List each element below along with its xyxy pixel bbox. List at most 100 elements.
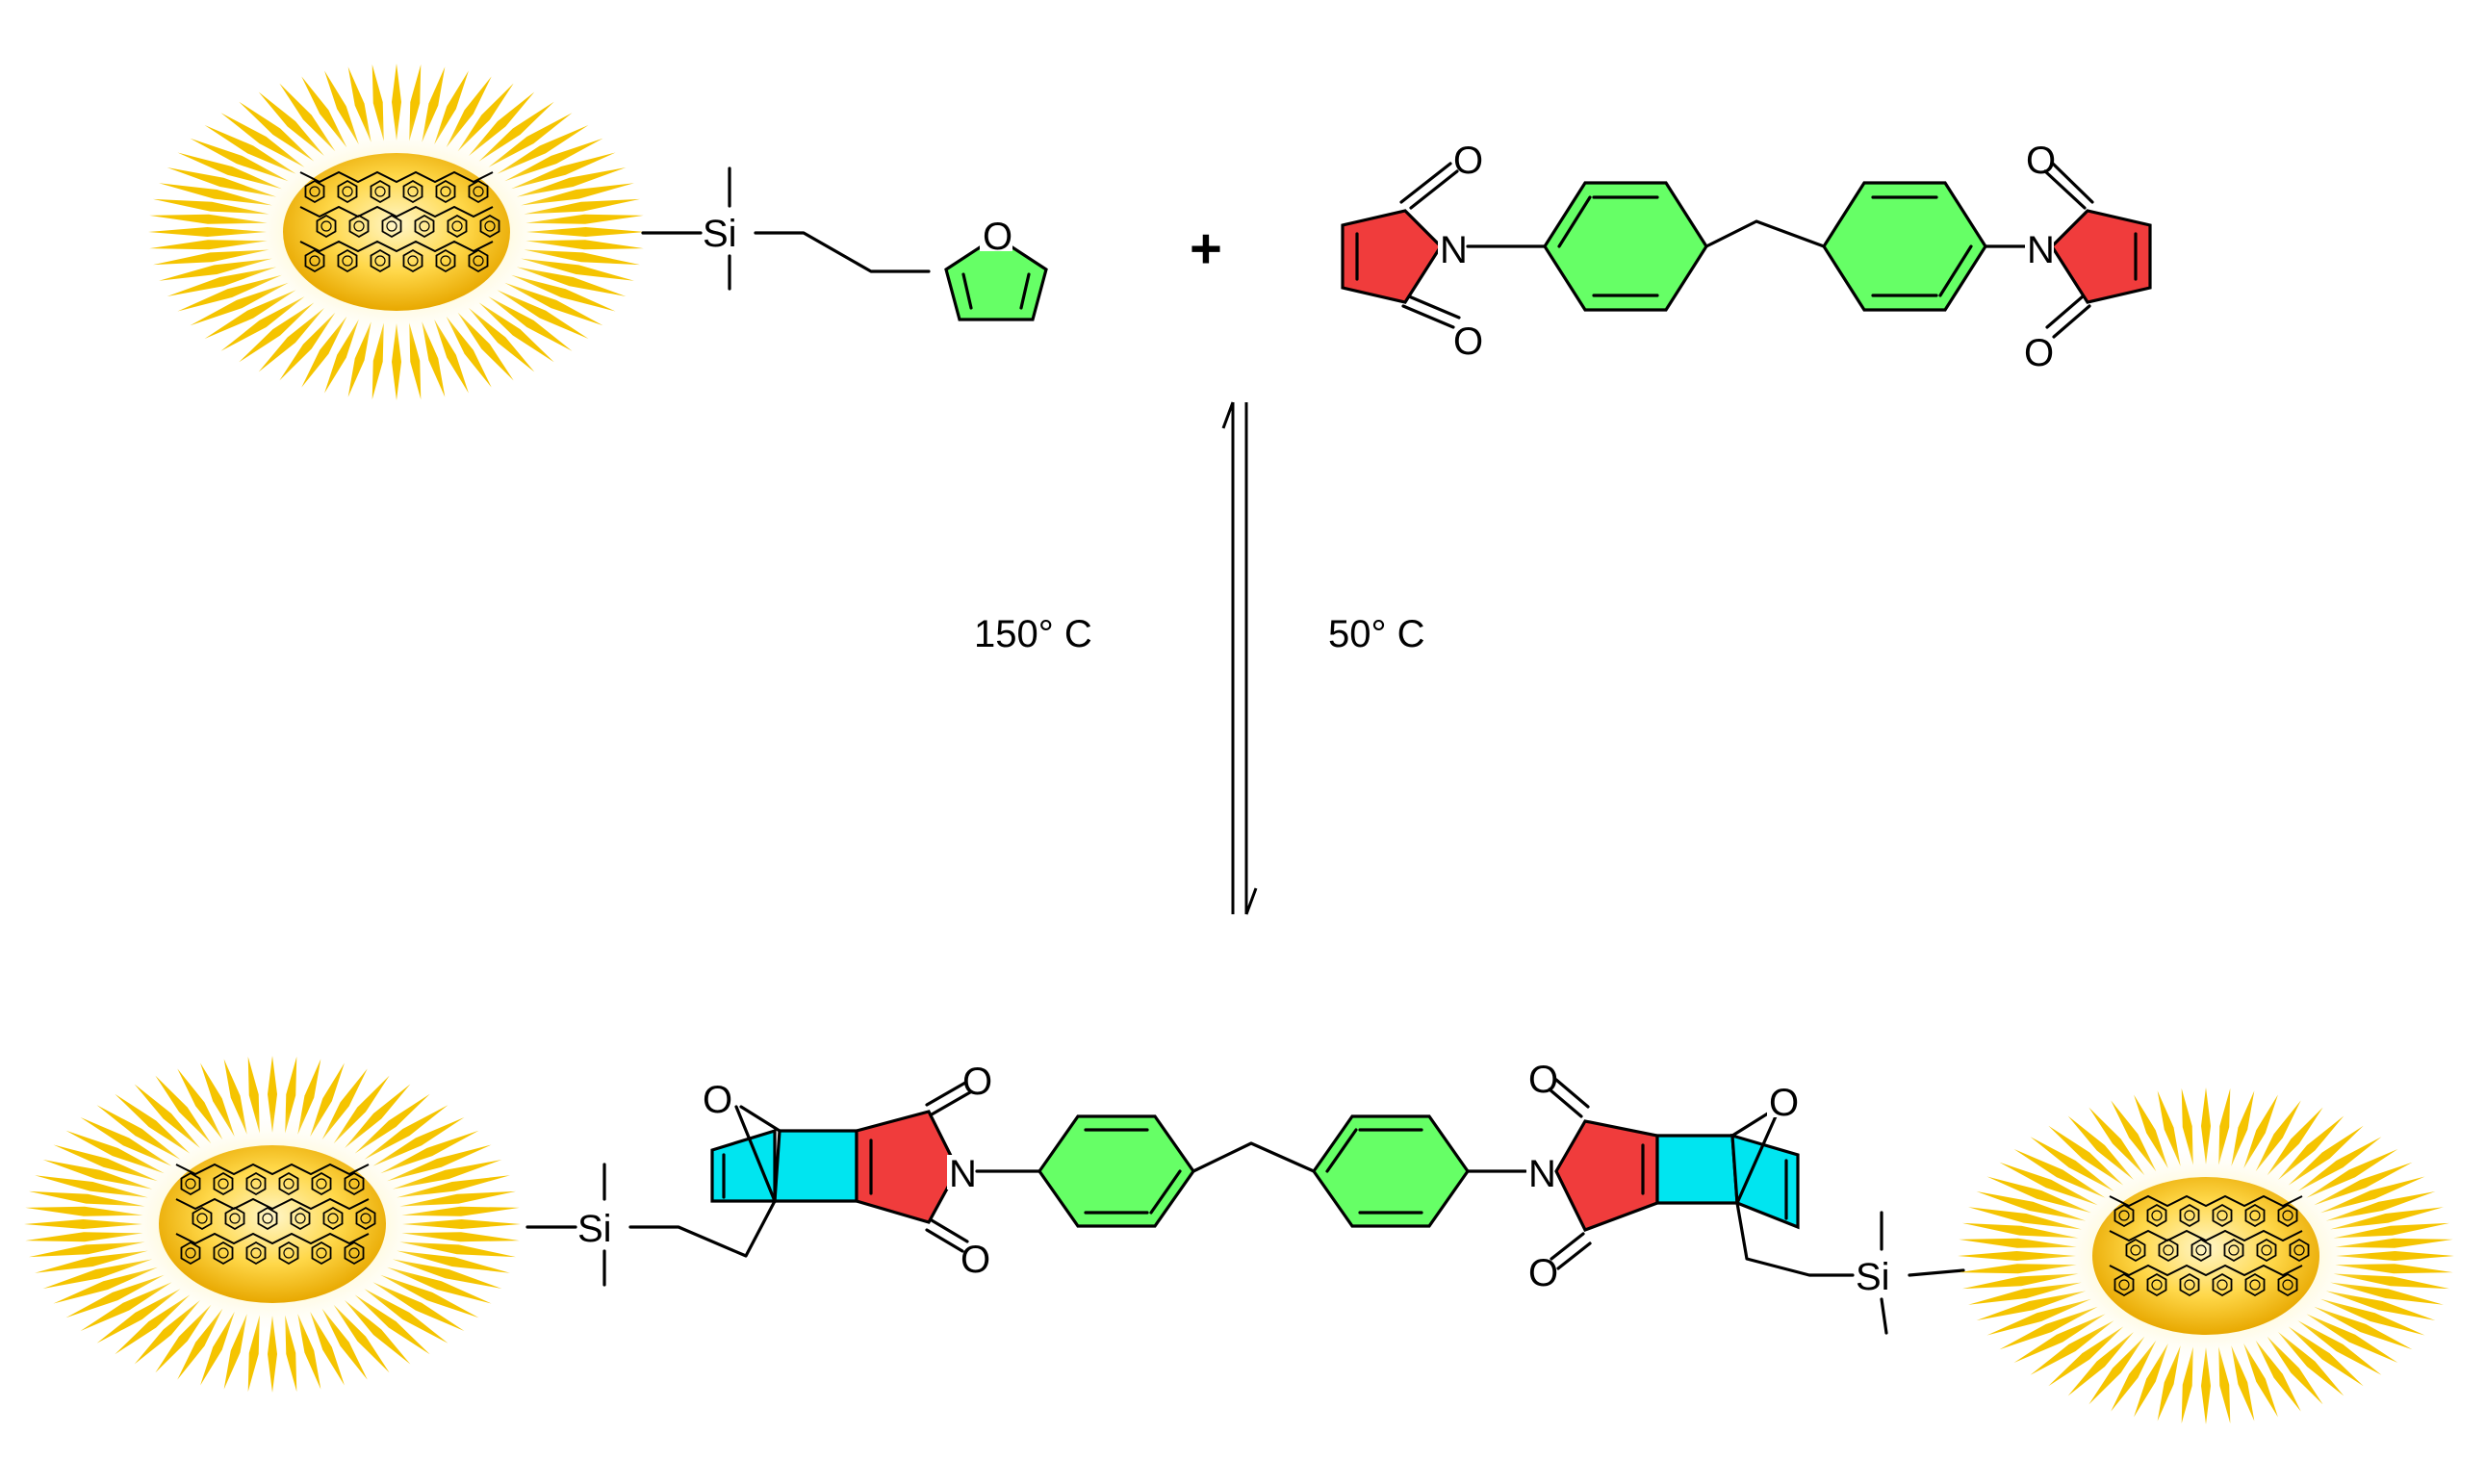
phenyl-ring <box>355 1206 376 1231</box>
phenyl-ring-circle <box>353 220 365 232</box>
carbonyl-o-4: O <box>2024 332 2054 374</box>
phenyl-ring-circle <box>327 1213 339 1224</box>
phenyl-ring <box>2256 1238 2277 1263</box>
phenyl-ring <box>316 214 337 239</box>
phenyl-ring <box>245 1171 267 1196</box>
phenyl-ring-circle <box>2195 1244 2207 1256</box>
phenyl-ring <box>290 1206 311 1231</box>
polystyrene-chains <box>2109 1194 2310 1297</box>
polymer-backbone <box>299 170 494 184</box>
carbonyl-o-7: O <box>1528 1059 1558 1101</box>
phenyl-ring-circle <box>250 1247 262 1259</box>
phenyl-ring <box>2277 1203 2298 1228</box>
phenyl-ring-circle <box>2184 1279 2195 1291</box>
phenyl-ring-circle <box>2118 1210 2130 1221</box>
phenyl-ring-circle <box>473 255 484 267</box>
phenyl-ring-circle <box>2163 1244 2174 1256</box>
phenyl-ring-circle <box>440 186 451 197</box>
phenyl-ring <box>2125 1238 2146 1263</box>
phenyl-ring-circle <box>2216 1279 2228 1291</box>
phenyl-ring-circle <box>348 1178 360 1190</box>
phenyl-ring-circle <box>2216 1210 2228 1221</box>
plus-sign: + <box>1190 217 1222 280</box>
phenyl-ring <box>304 248 325 273</box>
phenyl-ring-circle <box>484 220 496 232</box>
phenyl-ring-circle <box>2228 1244 2240 1256</box>
polymer-backbone <box>175 1163 370 1176</box>
phenyl-ring <box>344 1171 365 1196</box>
carbonyl-o-8: O <box>1528 1252 1558 1294</box>
nanoparticle-top <box>148 64 645 400</box>
phenyl-ring-circle <box>250 1178 262 1190</box>
phenyl-ring <box>322 1206 344 1231</box>
phenyl-ring <box>479 214 500 239</box>
phenyl-ring <box>192 1206 213 1231</box>
imide-n-bottom-left: N <box>949 1153 977 1195</box>
phenyl-ring-circle <box>342 255 353 267</box>
phenyl-ring-circle <box>419 220 430 232</box>
adduct-left: O O O N <box>701 1061 1041 1281</box>
phenyl-ring-circle <box>295 1213 306 1224</box>
phenyl-ring <box>213 1171 234 1196</box>
furan-oxygen: O <box>983 216 1012 258</box>
carbonyl-o-3: O <box>2026 140 2056 182</box>
phenyl-ring-circle <box>2151 1279 2163 1291</box>
phenyl-ring-circle <box>309 186 320 197</box>
phenyl-ring-circle <box>218 1247 229 1259</box>
phenyl-ring-circle <box>316 1178 327 1190</box>
polymer-backbone <box>2109 1194 2303 1208</box>
polymer-backbone <box>175 1232 370 1245</box>
adduct-right: N O O O <box>1526 1059 1855 1294</box>
phenyl-ring-circle <box>283 1247 295 1259</box>
phenyl-ring-circle <box>473 186 484 197</box>
carbonyl-o-6: O <box>961 1239 990 1281</box>
nanoparticle-bottom-right <box>1958 1087 2454 1424</box>
silane-linker-top: Si <box>641 166 931 291</box>
si-label-top: Si <box>703 213 737 255</box>
phenyl-ring-circle <box>2249 1210 2261 1221</box>
phenyl-ring <box>2277 1272 2298 1297</box>
phenyl-ring-circle <box>283 1178 295 1190</box>
polystyrene-chains <box>175 1163 376 1266</box>
phenyl-ring-circle <box>309 255 320 267</box>
phenyl-ring-circle <box>407 255 419 267</box>
phenyl-ring <box>2289 1238 2310 1263</box>
phenyl-ring <box>381 214 402 239</box>
phenyl-ring <box>180 1171 201 1196</box>
phenyl-ring-circle <box>316 1247 327 1259</box>
phenyl-ring <box>213 1241 234 1266</box>
phenyl-ring <box>337 248 358 273</box>
phenyl-ring <box>344 1241 365 1266</box>
phenyl-ring-circle <box>218 1178 229 1190</box>
phenyl-ring <box>2223 1238 2244 1263</box>
phenyl-ring <box>2212 1272 2233 1297</box>
phenyl-ring <box>304 179 325 204</box>
phenyl-ring <box>348 214 370 239</box>
si-label-bottom-right: Si <box>1856 1256 1890 1298</box>
phenyl-ring <box>311 1241 332 1266</box>
phenyl-ring <box>311 1171 332 1196</box>
phenyl-ring <box>2244 1272 2266 1297</box>
phenyl-ring <box>2212 1203 2233 1228</box>
polymer-backbone <box>299 240 494 253</box>
phenyl-ring-circle <box>185 1247 196 1259</box>
phenyl-ring <box>447 214 468 239</box>
phenyl-ring <box>435 248 456 273</box>
phenyl-ring-circle <box>262 1213 273 1224</box>
polymer-backbone <box>2109 1264 2303 1277</box>
phenyl-ring-circle <box>2293 1244 2305 1256</box>
carbonyl-o-2: O <box>1453 320 1483 363</box>
carbonyl-o-5: O <box>962 1061 992 1103</box>
phenyl-ring <box>468 179 489 204</box>
phenyl-ring <box>468 248 489 273</box>
phenyl-ring <box>2179 1203 2200 1228</box>
phenyl-ring <box>414 214 435 239</box>
phenyl-ring-circle <box>374 186 386 197</box>
polymer-backbone <box>2109 1229 2303 1242</box>
phenyl-ring <box>257 1206 278 1231</box>
bridge-oxygen-right: O <box>1769 1082 1799 1124</box>
phenyl-ring <box>2244 1203 2266 1228</box>
polymer-backbone <box>175 1197 370 1211</box>
phenyl-ring <box>278 1171 299 1196</box>
